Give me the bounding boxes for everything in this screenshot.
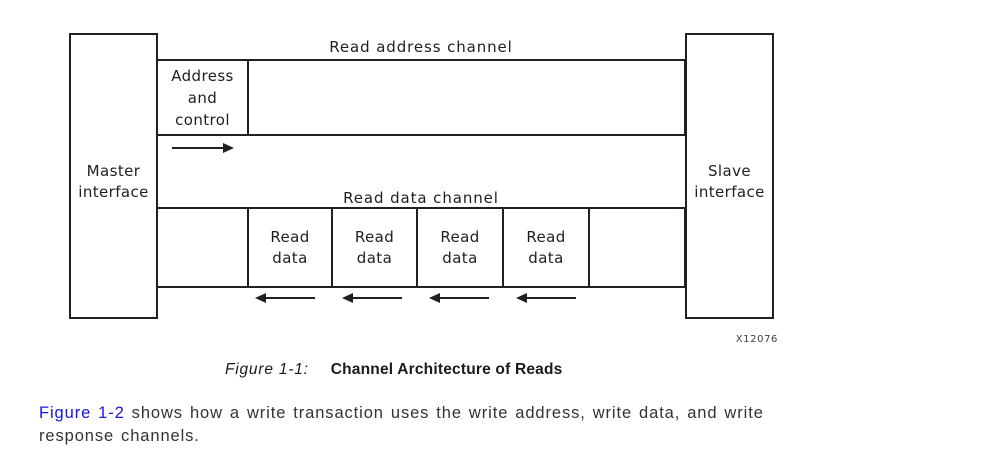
read-data-channel-band: Read data Read data Read data Read data [156,207,686,288]
arrow-shaft [525,297,576,299]
read-data-box: Read data [502,209,588,286]
figure-caption-label: Figure 1-1: [225,361,309,378]
right-arrow-icon [172,143,234,153]
read-address-channel-band: Address and control [156,59,686,136]
read-address-channel-empty-cell [249,61,684,134]
figure-caption: Figure 1-1: Channel Architecture of Reads [225,361,563,379]
slave-interface-box: Slave interface [685,33,774,319]
read-data-channel-empty-cell [588,209,684,286]
left-arrow-icon [516,293,576,303]
arrow-head [429,293,440,303]
paragraph-line-2: response channels. [39,427,200,445]
arrow-head [516,293,527,303]
paragraph-line-1-text: shows how a write transaction uses the w… [124,404,764,422]
figure-1-2-link[interactable]: Figure 1-2 [39,404,125,422]
body-paragraph: Figure 1-2 shows how a write transaction… [39,402,939,448]
left-arrow-icon [342,293,402,303]
arrow-head [255,293,266,303]
figure-caption-title: Channel Architecture of Reads [330,361,563,378]
arrow-head [223,143,234,153]
left-arrow-icon [429,293,489,303]
read-data-box: Read data [331,209,416,286]
read-address-channel-label: Read address channel [329,38,513,56]
read-channel-architecture-diagram: Read address channel Address and control… [69,33,778,345]
read-data-channel-label: Read data channel [343,189,499,207]
read-data-box: Read data [247,209,331,286]
figure-image-number: X12076 [735,334,778,345]
paragraph-line-1: Figure 1-2 shows how a write transaction… [39,402,939,425]
arrow-head [342,293,353,303]
arrow-shaft [351,297,402,299]
read-data-channel-empty-cell [158,209,247,286]
arrow-shaft [264,297,315,299]
left-arrow-icon [255,293,315,303]
arrow-shaft [438,297,489,299]
address-and-control-box: Address and control [158,61,249,134]
arrow-shaft [172,147,225,149]
master-interface-box: Master interface [69,33,158,319]
read-data-box: Read data [416,209,502,286]
